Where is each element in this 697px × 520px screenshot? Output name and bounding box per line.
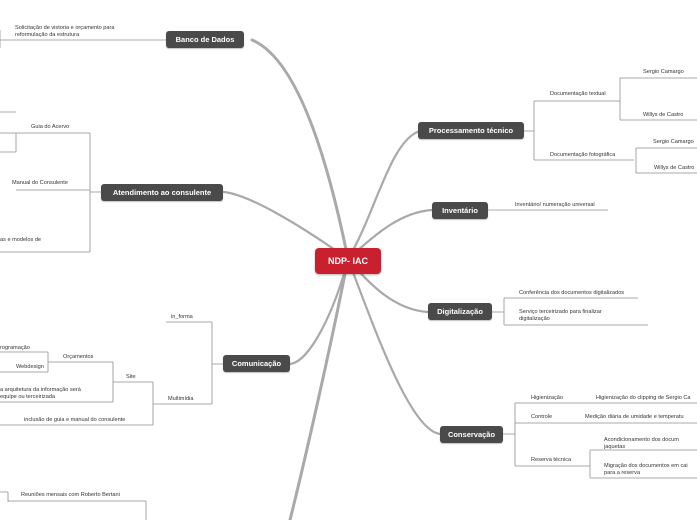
central-topic[interactable]: NDP- IAC — [315, 248, 381, 274]
sergio-camargo-foto-label[interactable]: Sergio Camargo — [653, 139, 694, 145]
manual-do-consulente-label[interactable]: Manual do Consulente — [12, 180, 68, 186]
inventario-numeracao-label[interactable]: Inventário/ numeração universal — [515, 202, 595, 208]
modelos-label[interactable]: as e modelos de — [0, 237, 42, 243]
programacao-label[interactable]: rogramação — [0, 345, 30, 351]
link-atendimento — [222, 190, 350, 261]
reserva-tecnica-label[interactable]: Reserva técnica — [531, 457, 572, 463]
link-conservacao — [346, 257, 442, 436]
doc-textual-label[interactable]: Documentação textual — [550, 91, 606, 97]
site-label[interactable]: Site — [126, 374, 136, 380]
multimidia-label[interactable]: Multimídia — [168, 396, 194, 402]
in-forma-label[interactable]: in_forma — [171, 314, 193, 320]
banco-solicitacao-label[interactable]: Solicitação de vistoria e orçamento para… — [15, 25, 115, 38]
higienizacao-clipping-label[interactable]: Higienização do clipping de Sergio Ca — [596, 395, 691, 401]
guia-do-acervo-label[interactable]: Guia do Acervo — [31, 124, 70, 130]
arquitetura-label[interactable]: a arquitetura da informação será equipe … — [0, 387, 81, 400]
higienizacao-label[interactable]: Higienização — [531, 395, 564, 401]
reunioes-mensais-label[interactable]: Reuniões mensais com Roberto Bertani — [21, 492, 120, 498]
willys-de-castro-textual-label[interactable]: Willys de Castro — [643, 112, 684, 118]
branch-banco-de-dados[interactable]: Banco de Dados — [166, 31, 244, 48]
branch-conservacao[interactable]: Conservação — [440, 426, 503, 443]
migracao-label[interactable]: Migração dos documentos em cai para a re… — [604, 463, 688, 476]
branch-atendimento-ao-consulente[interactable]: Atendimento ao consulente — [101, 184, 223, 201]
branch-inventario[interactable]: Inventário — [432, 202, 488, 219]
doc-fotografica-label[interactable]: Documentação fotográfica — [550, 152, 616, 158]
link-banco — [250, 38, 350, 261]
branch-digitalizacao[interactable]: Digitalização — [428, 303, 492, 320]
orcamentos-label[interactable]: Orçamentos — [63, 354, 94, 360]
link-comunicacao — [288, 257, 350, 366]
servico-terceirizado-label[interactable]: Serviço terceirizado para finalizar digi… — [519, 309, 602, 322]
medicao-diaria-label[interactable]: Medição diária de umidade e temperatu — [585, 414, 684, 420]
acondicionamento-label[interactable]: Acondicionamento dos docum jaquetas — [604, 437, 679, 450]
branch-processamento-tecnico[interactable]: Processamento técnico — [418, 122, 524, 139]
branch-comunicacao[interactable]: Comunicação — [223, 355, 290, 372]
willys-de-castro-foto-label[interactable]: Willys de Castro — [654, 165, 695, 171]
link-bottom — [288, 257, 350, 520]
link-processamento — [346, 129, 422, 261]
controle-label[interactable]: Controle — [531, 414, 553, 420]
inclusao-guia-label[interactable]: inclusão de guia e manual do consulente — [24, 417, 126, 423]
webdesign-label[interactable]: Webdesign — [16, 364, 44, 370]
sergio-camargo-textual-label[interactable]: Sergio Camargo — [643, 69, 684, 75]
conferencia-label[interactable]: Conferência dos documentos digitalizados — [519, 290, 625, 296]
